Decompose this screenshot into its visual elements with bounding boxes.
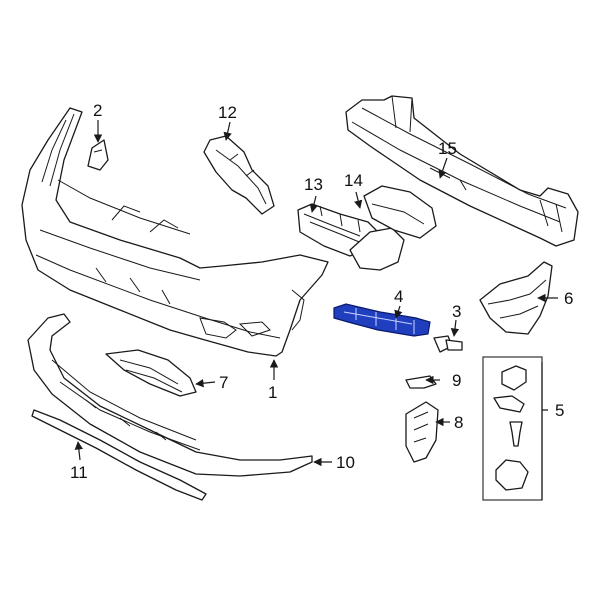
callout-8: 8	[454, 413, 463, 432]
lower-trim-strip	[31, 409, 207, 501]
side-bracket-upper	[203, 135, 275, 215]
kit-nut-icon	[495, 459, 529, 491]
callout-14: 14	[344, 171, 363, 190]
bolt	[433, 335, 463, 353]
callout-5: 5	[555, 401, 564, 420]
callout-2: 2	[93, 101, 102, 120]
clip	[405, 375, 437, 389]
callout-7: 7	[219, 373, 228, 392]
reinforcement-beam	[345, 95, 579, 247]
callout-4: 4	[394, 287, 403, 306]
side-bracket-right	[479, 261, 553, 335]
bumper-cover	[21, 107, 329, 357]
callout-15: 15	[438, 139, 457, 158]
lower-grille-insert	[105, 349, 197, 397]
callout-9: 9	[452, 371, 461, 390]
callout-13: 13	[304, 175, 323, 194]
kit-screw-icon	[509, 421, 523, 447]
lower-side-bracket	[405, 401, 439, 463]
callout-6: 6	[564, 289, 573, 308]
callout-10: 10	[336, 453, 355, 472]
leader-lines	[74, 120, 558, 500]
kit-fastener-icon	[493, 395, 525, 413]
callout-11: 11	[70, 463, 88, 482]
callout-12: 12	[218, 103, 237, 122]
hardware-kit	[482, 356, 543, 501]
callout-3: 3	[452, 302, 461, 321]
kit-clip-icon	[501, 365, 527, 391]
absorber-bracket	[349, 185, 437, 271]
highlighted-bracket	[333, 303, 431, 337]
callout-1: 1	[268, 383, 277, 402]
lower-valance	[27, 313, 313, 477]
bracket-upper-left	[87, 139, 109, 171]
